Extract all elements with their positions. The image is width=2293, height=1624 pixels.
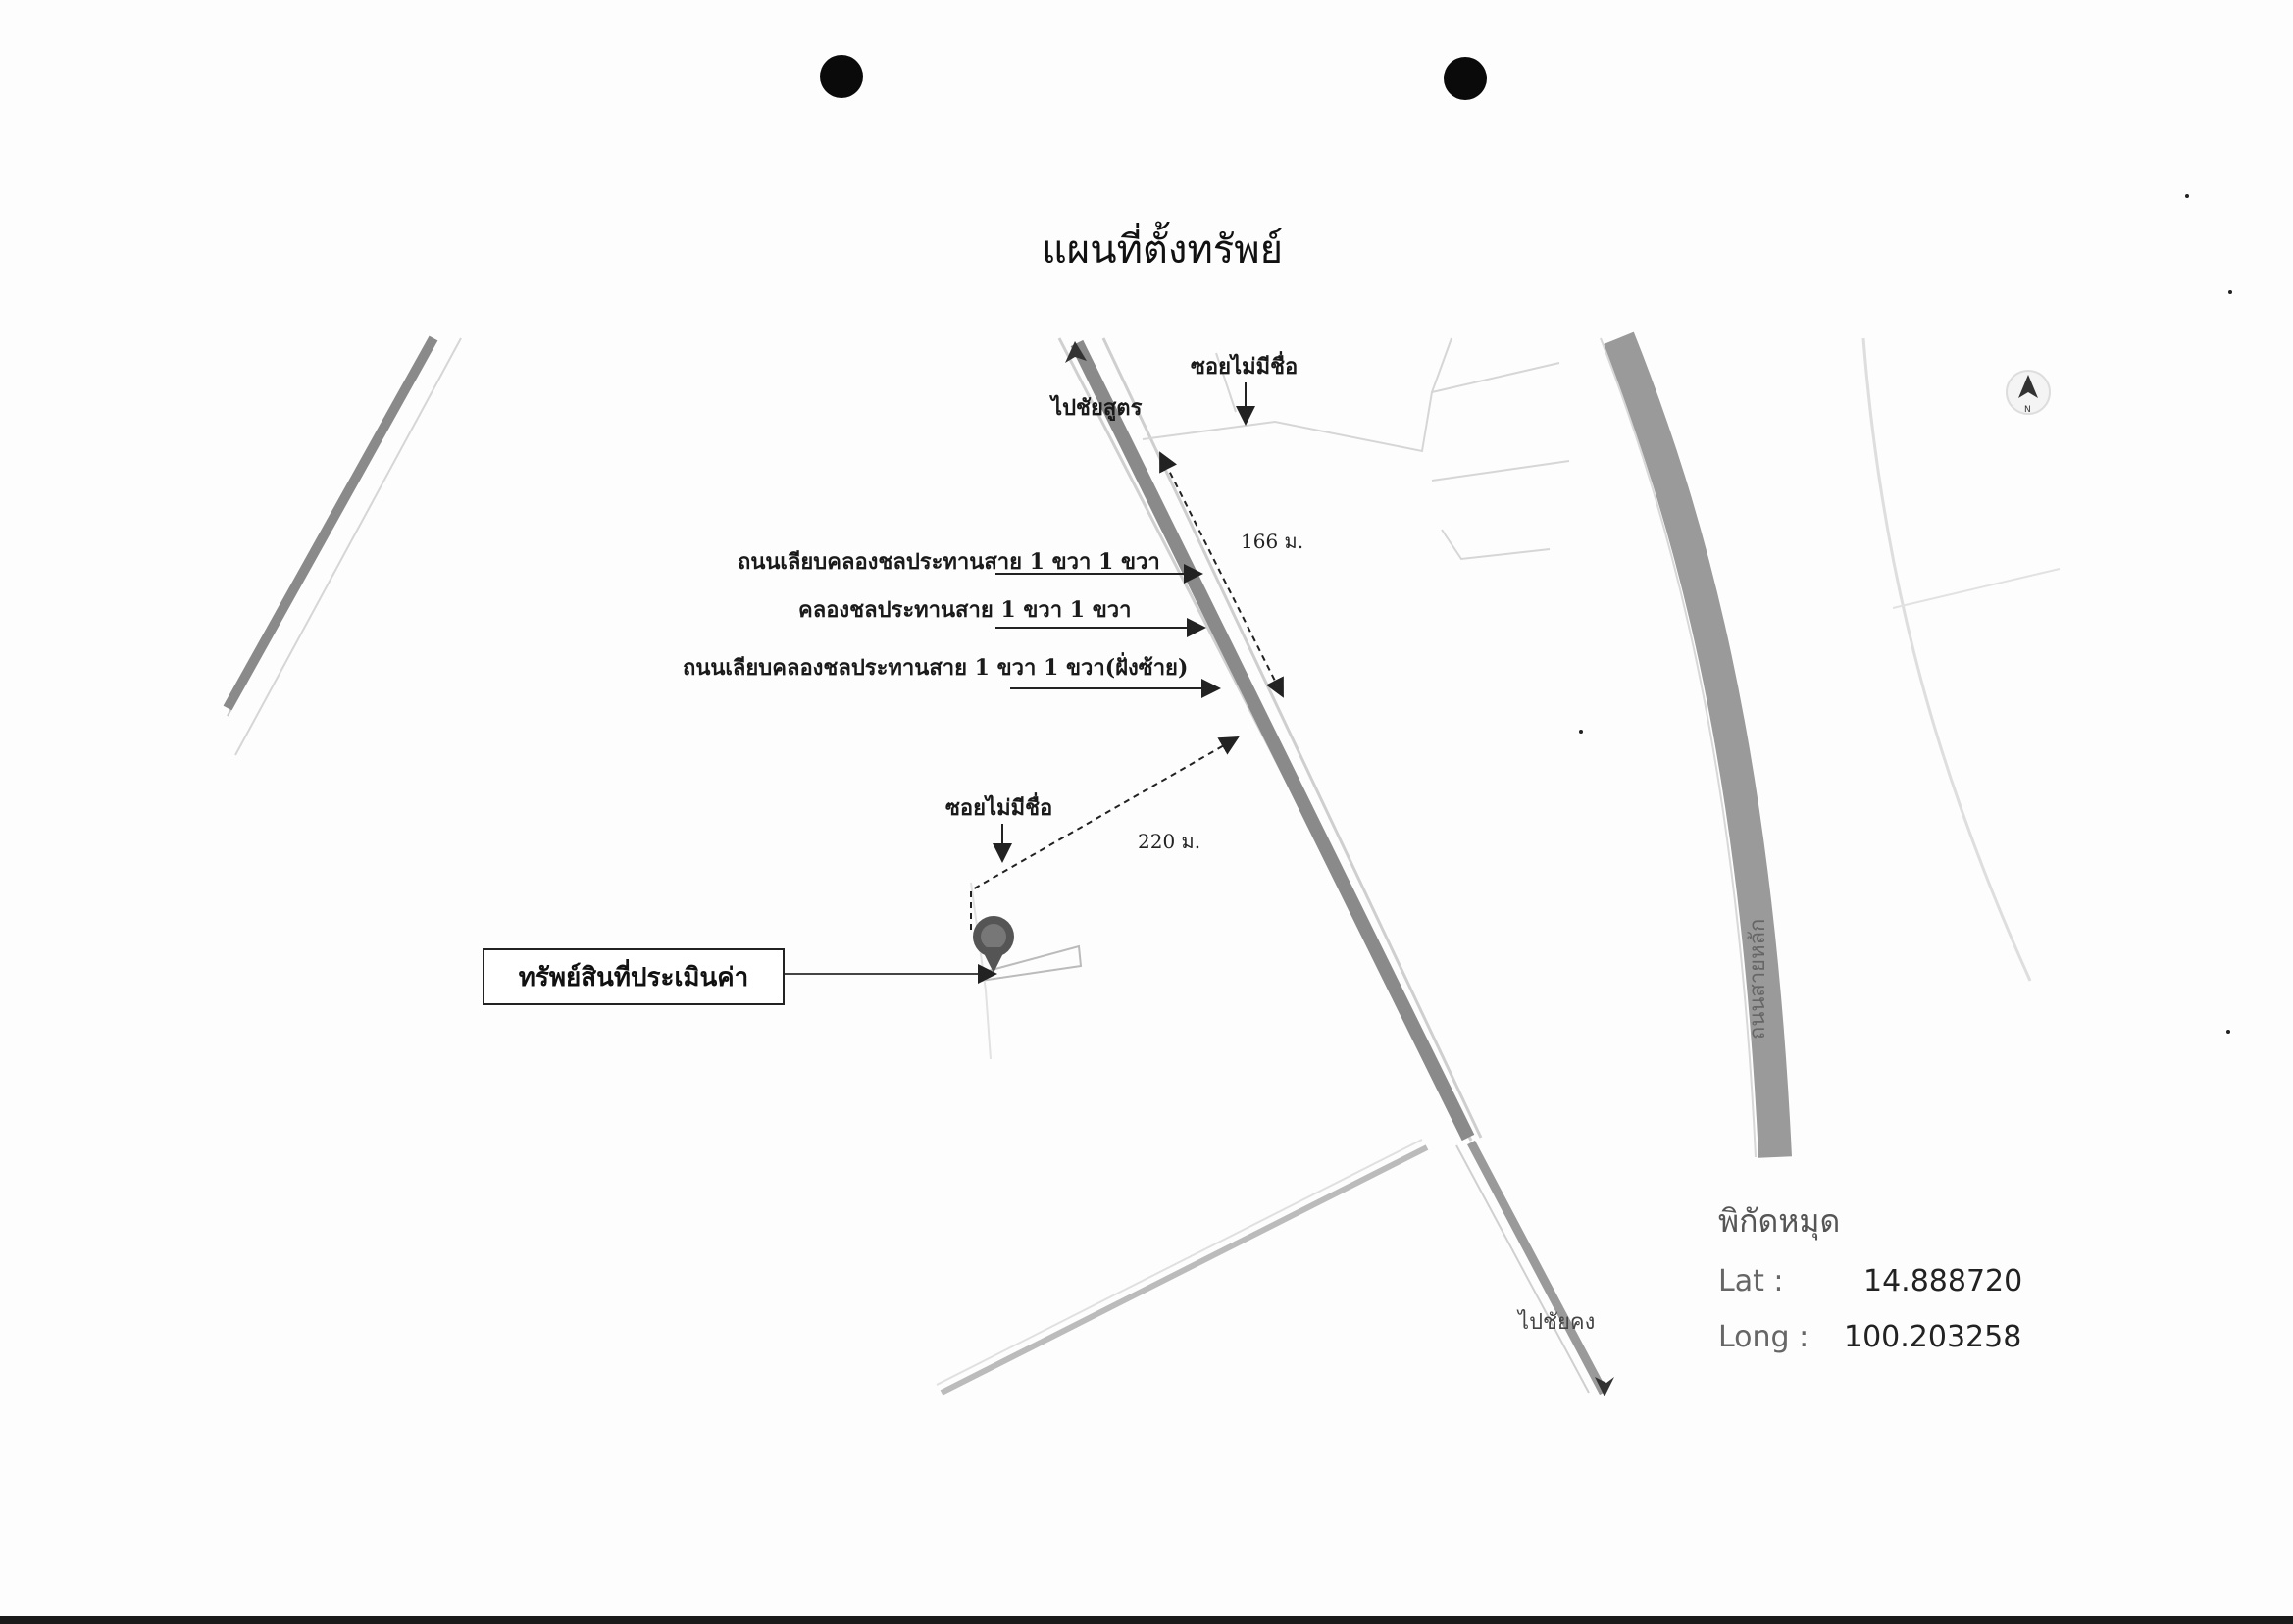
- svg-text:N: N: [2024, 405, 2031, 415]
- label-soi-mid: ซอยไม่มีชื่อ: [945, 795, 1053, 821]
- long-row: Long : 100.203258: [1718, 1320, 2022, 1354]
- route-220: [970, 736, 1240, 930]
- dimension-166: [1159, 451, 1284, 698]
- punch-hole-right: [1444, 57, 1487, 100]
- label-dist-166: 166 ม.: [1241, 530, 1304, 553]
- left-road: [223, 335, 462, 756]
- highway: [1603, 331, 1792, 1158]
- map-title: แผนที่ตั้งทรัพย์: [1042, 228, 1284, 273]
- coordinates-panel: พิกัดหมุด Lat : 14.888720 Long : 100.203…: [1718, 1196, 2022, 1376]
- label-to-north: ไปชัยสูตร: [1051, 395, 1143, 421]
- north-arrow-icon: N: [2006, 370, 2051, 415]
- north-road-arrowhead: [1065, 341, 1087, 363]
- coordinates-heading: พิกัดหมุด: [1718, 1202, 1841, 1240]
- lat-value: 14.888720: [1863, 1264, 2023, 1298]
- punch-hole-left: [820, 55, 863, 98]
- parcel-lines: [1142, 337, 1570, 561]
- lat-label: Lat :: [1718, 1264, 1784, 1298]
- main-canal-road: [1057, 337, 1607, 1396]
- property-label-box: ทรัพย์สินที่ประเมินค่า: [483, 948, 785, 1005]
- long-value: 100.203258: [1844, 1320, 2022, 1354]
- location-pin-icon: [973, 916, 1014, 973]
- lat-row: Lat : 14.888720: [1718, 1264, 2022, 1298]
- long-label: Long :: [1718, 1320, 1809, 1354]
- label-soi-top: ซอยไม่มีชื่อ: [1191, 354, 1299, 380]
- label-road-right-bank: ถนนเลียบคลองชลประทานสาย 1 ขวา 1 ขวา: [738, 549, 1160, 575]
- label-road-left-bank: ถนนเลียบคลองชลประทานสาย 1 ขวา 1 ขวา(ฝั่ง…: [683, 655, 1189, 681]
- south-road-arrowhead: [1595, 1377, 1614, 1396]
- scan-edge: [0, 1616, 2293, 1624]
- label-dist-220: 220 ม.: [1138, 830, 1201, 853]
- label-canal: คลองชลประทานสาย 1 ขวา 1 ขวา: [798, 597, 1132, 623]
- label-highway: ถนนสายหลัก: [1746, 918, 1770, 1040]
- label-to-south: ไปชัยคง: [1518, 1310, 1596, 1335]
